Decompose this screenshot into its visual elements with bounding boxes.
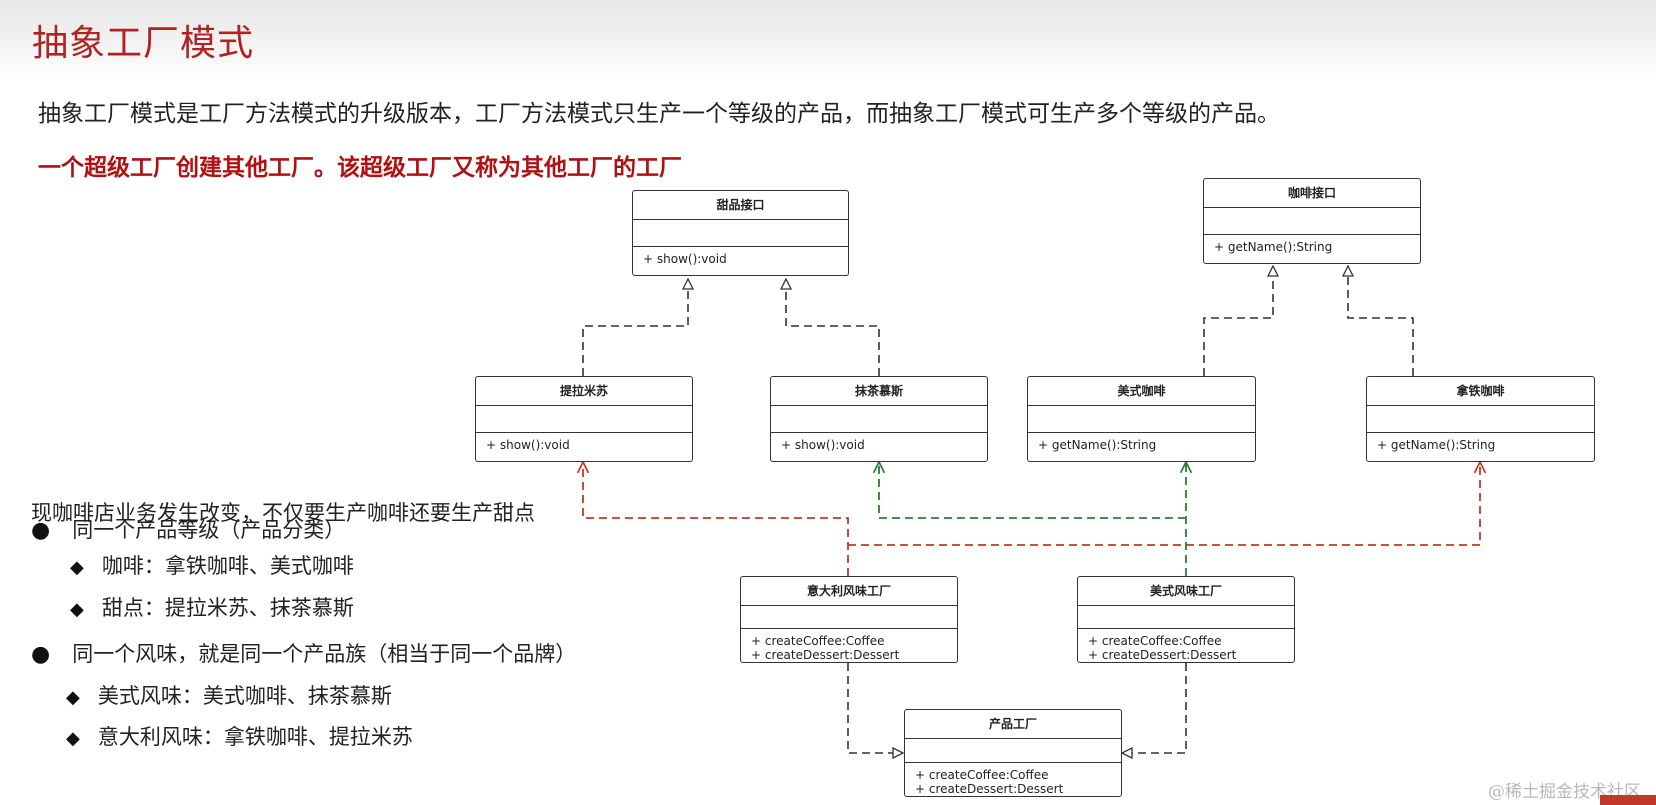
bullet-product-family: ● 同一个风味，就是同一个产品族（相当于同一个品牌） xyxy=(31,638,576,668)
uml-american-coffee: 美式咖啡 + getName():String xyxy=(1027,376,1256,462)
realization-american-factory xyxy=(1122,663,1187,753)
bullet-label: 美式风味：美式咖啡、抹茶慕斯 xyxy=(97,684,392,708)
class-name: 美式风味工厂 xyxy=(1078,577,1294,606)
attributes-section xyxy=(633,220,848,247)
header-band xyxy=(0,0,1656,80)
uml-product-factory: 产品工厂 + createCoffee:Coffee + createDesse… xyxy=(904,709,1122,797)
operation: + getName():String xyxy=(1038,438,1157,452)
realization-matcha xyxy=(786,279,880,376)
attributes-section xyxy=(741,606,957,629)
class-name: 咖啡接口 xyxy=(1204,179,1420,208)
uml-matcha-mousse: 抹茶慕斯 + show():void xyxy=(770,376,988,462)
dependency-italian-tiramisu xyxy=(583,462,849,576)
bullet-diamond-icon: ◆ xyxy=(66,687,80,708)
attributes-section xyxy=(771,406,987,433)
operations-section: + getName():String xyxy=(1367,433,1594,461)
attributes-section xyxy=(1078,606,1294,629)
class-name: 产品工厂 xyxy=(905,710,1121,739)
uml-italian-factory: 意大利风味工厂 + createCoffee:Coffee + createDe… xyxy=(740,576,958,663)
operation: + getName():String xyxy=(1377,438,1496,452)
attributes-section xyxy=(476,406,692,433)
uml-american-factory: 美式风味工厂 + createCoffee:Coffee + createDes… xyxy=(1077,576,1295,663)
class-name: 抹茶慕斯 xyxy=(771,377,987,406)
operation: + getName():String xyxy=(1214,240,1333,254)
operations-section: + getName():String xyxy=(1204,235,1420,263)
attributes-section xyxy=(1367,406,1594,433)
realization-latte xyxy=(1348,266,1414,376)
bullet-label: 甜点：提拉米苏、抹茶慕斯 xyxy=(101,596,354,620)
uml-tiramisu: 提拉米苏 + show():void xyxy=(475,376,693,462)
page-title: 抽象工厂模式 xyxy=(32,23,255,64)
bullet-diamond-icon: ◆ xyxy=(66,728,80,749)
operation: + createDessert:Dessert xyxy=(915,782,1064,796)
bullet-level-dessert: ◆ 甜点：提拉米苏、抹茶慕斯 xyxy=(70,592,354,622)
scenario-text: 现咖啡店业务发生改变，不仅要生产咖啡还要生产甜点 xyxy=(31,501,535,525)
operations-section: + createCoffee:Coffee + createDessert:De… xyxy=(1078,629,1294,662)
realization-italian-factory xyxy=(847,663,903,753)
operation: + createDessert:Dessert xyxy=(751,648,900,662)
operations-section: + show():void xyxy=(476,433,692,461)
bullet-level-coffee: ◆ 咖啡：拿铁咖啡、美式咖啡 xyxy=(70,550,354,580)
attributes-section xyxy=(905,739,1121,763)
bullet-diamond-icon: ◆ xyxy=(70,557,84,578)
bullet-label: 同一个产品等级（产品分类） xyxy=(72,518,346,542)
class-name: 提拉米苏 xyxy=(476,377,692,406)
dependency-italian-latte xyxy=(848,462,1480,546)
class-name: 美式咖啡 xyxy=(1028,377,1255,406)
class-name: 意大利风味工厂 xyxy=(741,577,957,606)
bullet-family-american: ◆ 美式风味：美式咖啡、抹茶慕斯 xyxy=(66,680,392,710)
operation: + createDessert:Dessert xyxy=(1088,648,1237,662)
operation: + createCoffee:Coffee xyxy=(751,634,885,648)
class-name: 拿铁咖啡 xyxy=(1367,377,1594,406)
operations-section: + createCoffee:Coffee + createDessert:De… xyxy=(741,629,957,662)
bullet-label: 咖啡：拿铁咖啡、美式咖啡 xyxy=(101,554,354,578)
bullet-diamond-icon: ◆ xyxy=(70,599,84,620)
bullet-label: 同一个风味，就是同一个产品族（相当于同一个品牌） xyxy=(72,642,577,666)
operation: + createCoffee:Coffee xyxy=(1088,634,1222,648)
highlight-text: 一个超级工厂创建其他工厂。该超级工厂又称为其他工厂的工厂 xyxy=(38,155,682,181)
bullet-label: 意大利风味：拿铁咖啡、提拉米苏 xyxy=(97,725,413,749)
operation: + show():void xyxy=(643,252,727,266)
operations-section: + getName():String xyxy=(1028,433,1255,461)
intro-text: 抽象工厂模式是工厂方法模式的升级版本，工厂方法模式只生产一个等级的产品，而抽象工… xyxy=(38,101,1280,127)
dependency-american-matcha xyxy=(879,462,1186,519)
bullet-product-level: ● 同一个产品等级（产品分类） xyxy=(31,514,345,544)
realization-american-coffee xyxy=(1203,266,1273,376)
attributes-section xyxy=(1028,406,1255,433)
uml-coffee-interface: 咖啡接口 + getName():String xyxy=(1203,178,1421,264)
operation: + show():void xyxy=(486,438,570,452)
operations-section: + show():void xyxy=(633,247,848,275)
uml-dessert-interface: 甜品接口 + show():void xyxy=(632,190,849,276)
operations-section: + show():void xyxy=(771,433,987,461)
bullet-family-italian: ◆ 意大利风味：拿铁咖啡、提拉米苏 xyxy=(66,721,413,751)
corner-tab xyxy=(1600,795,1656,805)
operation: + show():void xyxy=(781,438,865,452)
class-name: 甜品接口 xyxy=(633,191,848,220)
operation: + createCoffee:Coffee xyxy=(915,768,1049,782)
attributes-section xyxy=(1204,208,1420,235)
uml-latte: 拿铁咖啡 + getName():String xyxy=(1366,376,1595,462)
operations-section: + createCoffee:Coffee + createDessert:De… xyxy=(905,763,1121,796)
bullet-dot-icon: ● xyxy=(31,642,51,667)
bullet-dot-icon: ● xyxy=(31,518,51,543)
realization-tiramisu xyxy=(582,279,688,376)
